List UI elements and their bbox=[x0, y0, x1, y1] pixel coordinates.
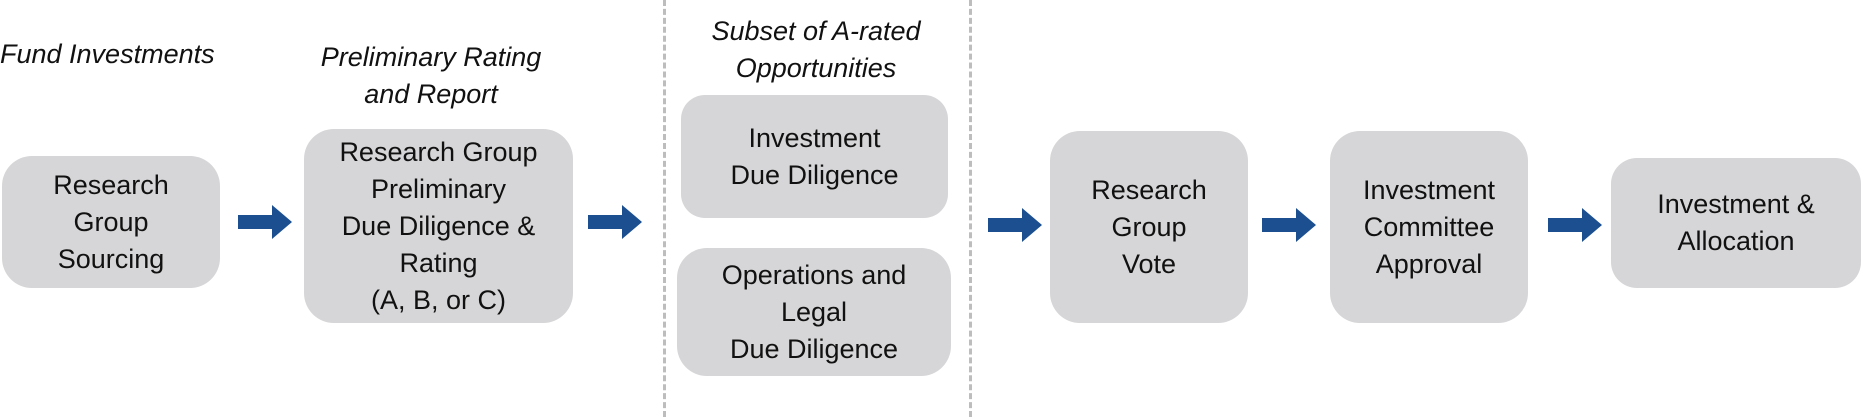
step-operations-legal-due-diligence: Operations and Legal Due Diligence bbox=[677, 248, 951, 376]
step-research-group-vote: Research Group Vote bbox=[1050, 131, 1248, 323]
step-sourcing-line-3: Sourcing bbox=[57, 243, 165, 274]
step-committee-line-3: Approval bbox=[1375, 248, 1483, 279]
step-operations-dd-line-2: Legal bbox=[780, 296, 848, 327]
step-vote-line-2: Group bbox=[1111, 211, 1187, 242]
right-arrow-shape bbox=[1262, 208, 1316, 242]
right-arrow-shape bbox=[1548, 208, 1602, 242]
step-investment-dd-line-1: Investment bbox=[748, 122, 881, 153]
step-committee-line-1: Investment bbox=[1362, 174, 1496, 205]
step-investment-committee-approval: Investment Committee Approval bbox=[1330, 131, 1528, 323]
right-arrow-shape bbox=[588, 205, 642, 239]
step-investment-allocation: Investment & Allocation bbox=[1611, 158, 1861, 288]
step-research-group-sourcing: Research Group Sourcing bbox=[2, 156, 220, 288]
right-arrow-shape bbox=[238, 205, 292, 239]
a-rated-subset-group bbox=[663, 0, 972, 417]
step-preliminary-line-5: (A, B, or C) bbox=[370, 284, 506, 315]
step-allocation-line-1: Investment & bbox=[1657, 189, 1815, 219]
right-arrow-icon bbox=[988, 208, 1042, 242]
caption-subset-line-2: Opportunities bbox=[735, 53, 897, 83]
caption-preliminary-rating: Preliminary Rating and Report bbox=[286, 39, 576, 113]
step-sourcing-line-2: Group bbox=[73, 206, 149, 237]
right-arrow-shape bbox=[988, 208, 1042, 242]
step-vote-line-3: Vote bbox=[1121, 248, 1177, 279]
right-arrow-icon bbox=[588, 205, 642, 239]
step-investment-dd-line-2: Due Diligence bbox=[730, 159, 899, 190]
step-sourcing-line-1: Research bbox=[53, 169, 169, 200]
step-preliminary-line-1: Research Group bbox=[339, 136, 538, 167]
step-operations-dd-line-3: Due Diligence bbox=[729, 333, 899, 364]
caption-preliminary-rating-line-2: and Report bbox=[364, 79, 498, 109]
right-arrow-icon bbox=[238, 205, 292, 239]
step-allocation-line-2: Allocation bbox=[1677, 226, 1795, 256]
step-preliminary-line-2: Preliminary bbox=[370, 173, 507, 204]
caption-preliminary-rating-line-1: Preliminary Rating bbox=[320, 42, 542, 72]
caption-subset-a-rated: Subset of A-rated Opportunities bbox=[676, 13, 956, 87]
step-operations-dd-line-1: Operations and bbox=[721, 259, 907, 290]
caption-subset-line-1: Subset of A-rated bbox=[711, 16, 921, 46]
step-preliminary-line-3: Due Diligence & bbox=[341, 210, 536, 241]
step-vote-line-1: Research bbox=[1091, 174, 1207, 205]
step-investment-due-diligence: Investment Due Diligence bbox=[681, 95, 948, 218]
caption-fund-investments: Fund Investments bbox=[0, 36, 260, 73]
step-committee-line-2: Committee bbox=[1363, 211, 1495, 242]
caption-fund-investments-text: Fund Investments bbox=[0, 39, 215, 69]
step-preliminary-line-4: Rating bbox=[399, 247, 478, 278]
right-arrow-icon bbox=[1262, 208, 1316, 242]
right-arrow-icon bbox=[1548, 208, 1602, 242]
step-preliminary-due-diligence: Research Group Preliminary Due Diligence… bbox=[304, 129, 573, 323]
